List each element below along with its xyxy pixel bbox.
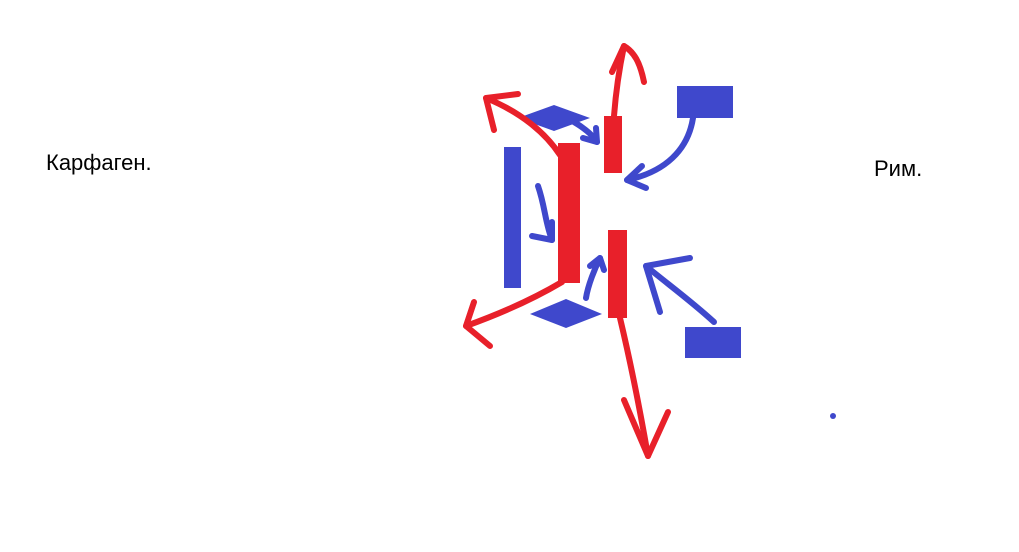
red-arrowhead-up-left [483, 91, 521, 133]
rome-arrows [529, 115, 717, 325]
carthage-top-right-unit [604, 116, 622, 173]
label-rome: Рим. [874, 156, 923, 181]
rome-bottom-right-unit [685, 327, 741, 358]
rome-units [504, 86, 836, 419]
carthage-center-long-unit [558, 143, 580, 283]
carthage-arrows [463, 43, 671, 459]
red-arrowhead-down-left [463, 299, 493, 349]
blue-arrowhead-top-right [624, 163, 649, 191]
label-carthage: Карфаген. [46, 150, 152, 175]
red-arrowhead-up [609, 43, 647, 85]
blue-arrow-bottom-right [643, 263, 717, 325]
rome-top-right-unit [677, 86, 733, 118]
carthage-units [558, 116, 627, 318]
red-arrow-down-left [463, 279, 565, 329]
red-arrow-down [617, 315, 651, 459]
blue-arrowhead-left-inner [529, 219, 555, 243]
blue-arrowhead-bottom-right [643, 255, 693, 315]
blue-arrowhead-bottom-diamond [587, 255, 607, 273]
rome-bottom-diamond-unit [530, 299, 602, 328]
rome-left-long-unit [504, 147, 521, 288]
carthage-bottom-right-unit [608, 230, 627, 318]
blue-arrowhead-top-diamond [580, 125, 600, 145]
blue-arrow-top-right [624, 115, 696, 183]
red-arrowhead-down [621, 397, 671, 459]
red-arrow-up-left [483, 95, 563, 158]
rome-dot [830, 413, 836, 419]
